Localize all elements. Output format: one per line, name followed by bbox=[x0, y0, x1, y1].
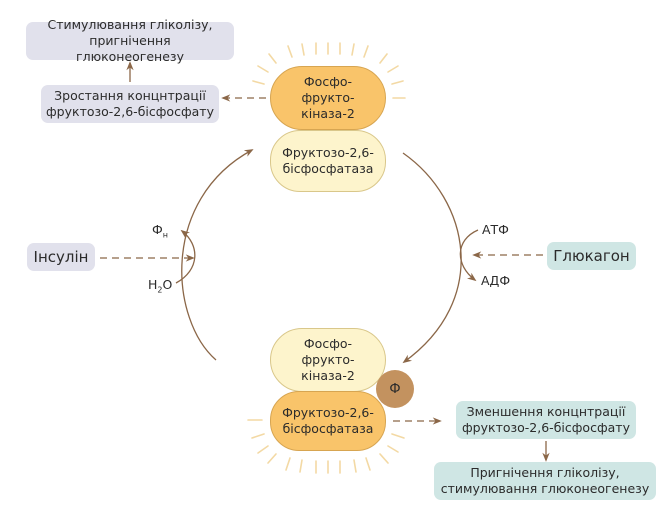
active-rays-bottom bbox=[247, 419, 405, 474]
top-effect-text: Стимулювання гліколізу, пригнічення глюк… bbox=[47, 17, 213, 64]
bottom-effect-text: Пригнічення гліколізу, стимулювання глюк… bbox=[440, 465, 650, 496]
top-phosphatase-domain: Фруктозо-2,6- бісфосфатаза bbox=[270, 130, 386, 192]
cycle-arc-right-down bbox=[402, 152, 462, 364]
phosphate-group-label: Ф bbox=[389, 381, 401, 397]
top-kinase-line-2: фрукто- bbox=[301, 90, 355, 105]
top-phosphatase-line-1: Фруктозо-2,6- bbox=[282, 145, 374, 160]
top-effect-box: Стимулювання гліколізу, пригнічення глюк… bbox=[26, 17, 234, 64]
bottom-phosphatase-line-2: бісфосфатаза bbox=[282, 421, 374, 436]
glucagon-box: Глюкагон bbox=[547, 242, 636, 270]
bottom-kinase-line-3: кіназа-2 bbox=[301, 368, 355, 383]
phosphate-group-circle: Ф bbox=[376, 370, 414, 408]
glucagon-label: Глюкагон bbox=[553, 247, 630, 265]
top-kinase-domain: Фосфо- фрукто- кіназа-2 bbox=[270, 66, 386, 130]
top-phosphatase-line-2: бісфосфатаза bbox=[282, 161, 374, 176]
phosphate-inorganic-label: Фн bbox=[152, 222, 168, 240]
cycle-arc-left-up bbox=[181, 149, 254, 361]
top-concentration-box: Зростання концнтрації фруктозо-2,6-бісфо… bbox=[41, 85, 219, 123]
bottom-phosphatase-domain: Фруктозо-2,6- бісфосфатаза bbox=[270, 391, 386, 451]
bottom-kinase-domain: Фосфо- фрукто- кіназа-2 bbox=[270, 328, 386, 392]
bottom-kinase-line-1: Фосфо- bbox=[303, 336, 353, 351]
bottom-kinase-line-2: фрукто- bbox=[301, 352, 355, 367]
top-kinase-line-1: Фосфо- bbox=[303, 74, 353, 89]
water-label: H2O bbox=[148, 277, 173, 295]
phosphorylation-arrow bbox=[459, 229, 479, 282]
bottom-effect-box: Пригнічення гліколізу, стимулювання глюк… bbox=[434, 462, 656, 500]
atp-label: АТФ bbox=[482, 222, 509, 237]
bottom-concentration-text: Зменшення концнтрації фруктозо-2,6-бісфо… bbox=[462, 404, 630, 435]
top-kinase-line-3: кіназа-2 bbox=[301, 106, 355, 121]
bottom-phosphatase-line-1: Фруктозо-2,6- bbox=[282, 405, 374, 420]
active-rays-top bbox=[252, 42, 406, 99]
top-concentration-text: Зростання концнтрації фруктозо-2,6-бісфо… bbox=[46, 88, 214, 119]
insulin-label: Інсулін bbox=[33, 248, 89, 266]
adp-label: АДФ bbox=[481, 273, 511, 288]
insulin-box: Інсулін bbox=[27, 243, 95, 271]
bottom-concentration-box: Зменшення концнтрації фруктозо-2,6-бісфо… bbox=[456, 401, 636, 439]
